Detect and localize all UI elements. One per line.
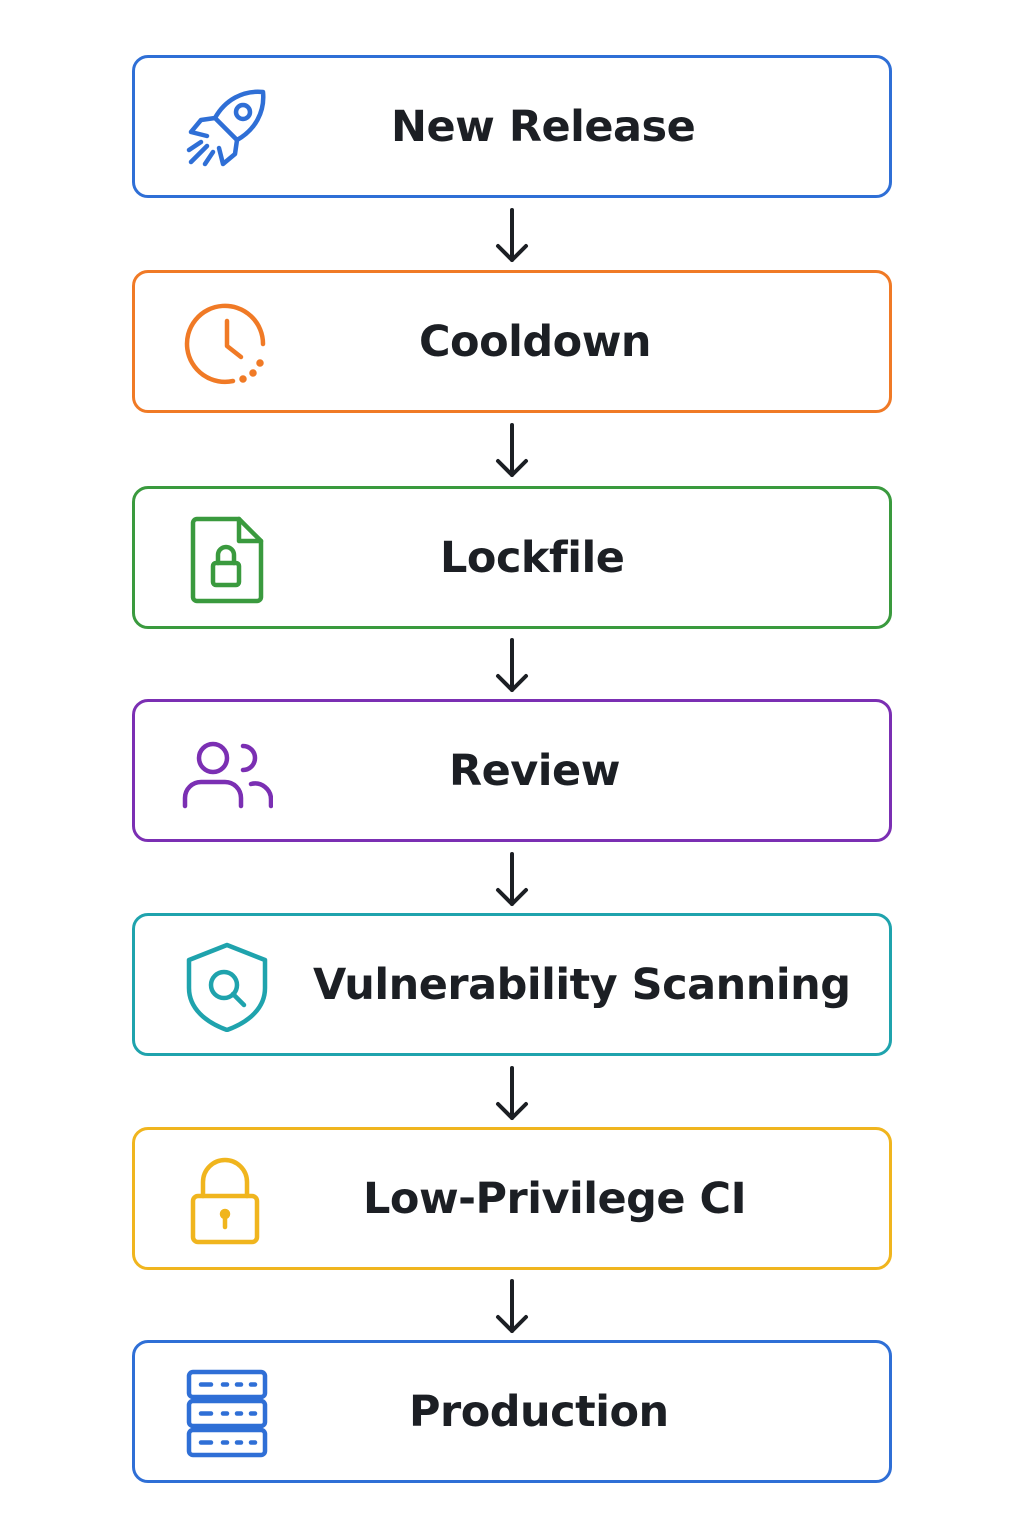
step-label: Production bbox=[409, 1386, 669, 1437]
padlock-icon bbox=[181, 1156, 273, 1246]
shield-search-icon bbox=[181, 942, 273, 1032]
down-arrow-icon bbox=[492, 850, 532, 910]
step-label: New Release bbox=[391, 101, 696, 152]
step-label: Lockfile bbox=[440, 532, 625, 583]
step-new-release: New Release bbox=[132, 55, 892, 198]
step-review: Review bbox=[132, 699, 892, 842]
locked-file-icon bbox=[181, 515, 273, 605]
step-lockfile: Lockfile bbox=[132, 486, 892, 629]
step-label: Cooldown bbox=[419, 316, 652, 367]
users-icon bbox=[181, 728, 273, 818]
clock-icon bbox=[181, 299, 273, 389]
down-arrow-icon bbox=[492, 636, 532, 696]
server-icon bbox=[181, 1369, 273, 1459]
step-production: Production bbox=[132, 1340, 892, 1483]
step-cooldown: Cooldown bbox=[132, 270, 892, 413]
step-label: Review bbox=[449, 745, 620, 796]
step-low-privilege-ci: Low-Privilege CI bbox=[132, 1127, 892, 1270]
step-label: Low-Privilege CI bbox=[363, 1173, 747, 1224]
down-arrow-icon bbox=[492, 206, 532, 266]
down-arrow-icon bbox=[492, 1277, 532, 1337]
down-arrow-icon bbox=[492, 1064, 532, 1124]
down-arrow-icon bbox=[492, 421, 532, 481]
step-label: Vulnerability Scanning bbox=[313, 959, 851, 1010]
rocket-icon bbox=[181, 84, 273, 174]
step-vulnerability-scanning: Vulnerability Scanning bbox=[132, 913, 892, 1056]
